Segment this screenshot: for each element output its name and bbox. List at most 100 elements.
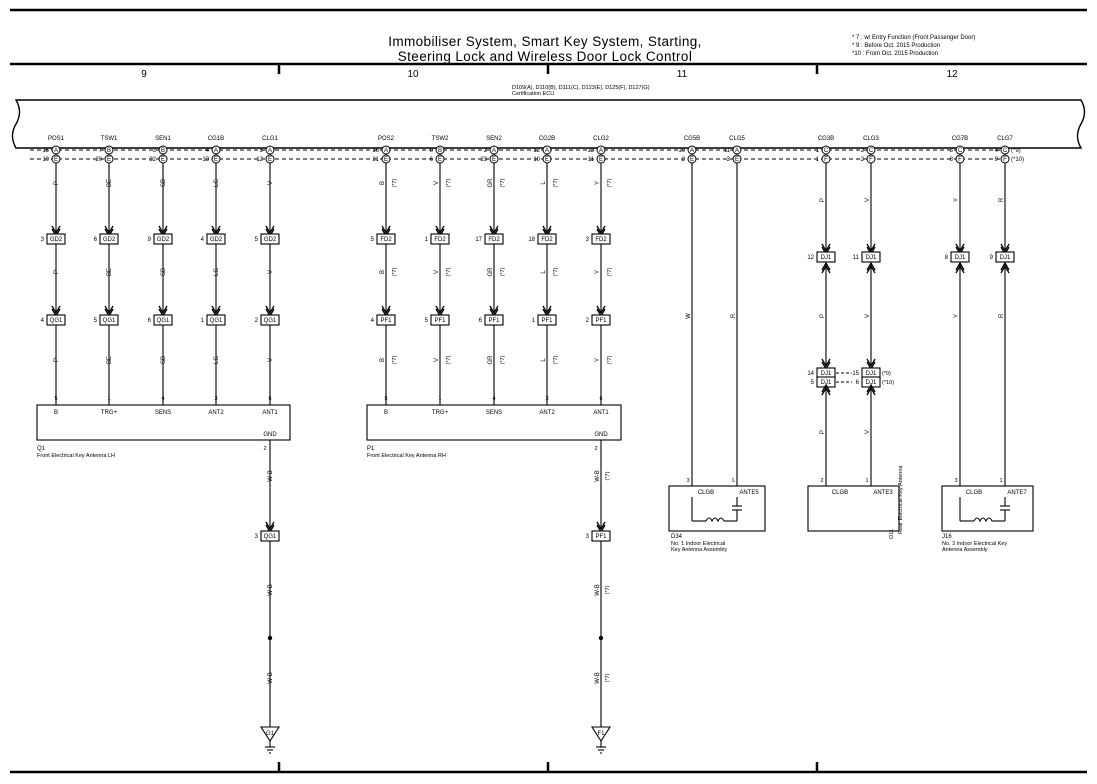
rh-antenna-pin-num: 6 bbox=[599, 396, 602, 402]
diagram-frame bbox=[10, 8, 1087, 774]
fd2-connector-label: FD2 bbox=[488, 237, 500, 243]
gd2-connector-pin: 3 bbox=[41, 237, 45, 243]
pf1-gnd-connector-label: PF1 bbox=[595, 534, 607, 540]
gd2-connector-label: GD2 bbox=[157, 237, 170, 243]
lh-antenna-pin-num: 4 bbox=[161, 396, 164, 402]
qg1-gnd-connector-label: QG1 bbox=[264, 534, 277, 540]
a7-arrow-up-l bbox=[955, 261, 965, 274]
ecu-pin-bot-SEN2-letter: E bbox=[492, 157, 496, 163]
lh-wire-color: BE bbox=[107, 179, 113, 187]
lh-gnd-color: W-B bbox=[268, 470, 274, 482]
indoor-antenna-3-label-left: CLGB bbox=[966, 490, 982, 496]
rh-antenna-pin-name: TRG+ bbox=[432, 410, 449, 416]
title-line-2: Steering Lock and Wireless Door Lock Con… bbox=[397, 49, 693, 64]
gd2-connector-pin: 4 bbox=[201, 237, 205, 243]
antenna-1-code: D34 bbox=[671, 534, 683, 540]
ecu-pin-name-POS1: POS1 bbox=[48, 136, 65, 142]
ecu-pin-top-num: 15 bbox=[42, 148, 49, 154]
ecu-pin-top-CG2B-letter: A bbox=[545, 148, 549, 154]
ecu-pin-top-CLG2-letter: A bbox=[599, 148, 603, 154]
rear-antenna-label-right: ANTE3 bbox=[873, 490, 893, 496]
ecu-pin-name-SEN1: SEN1 bbox=[155, 136, 171, 142]
rh-wire-note: (*7) bbox=[553, 178, 559, 187]
a3-wire-color: P bbox=[820, 314, 826, 318]
lh-antenna-pin-name: TRG+ bbox=[101, 410, 118, 416]
indoor-antenna-3-label-right: ANTE7 bbox=[1007, 490, 1027, 496]
a7-wire-color: R bbox=[999, 197, 1005, 202]
ecu-pin-bot-num: 20 bbox=[95, 157, 102, 163]
rh-wire-color: B bbox=[380, 358, 386, 362]
rh-wire-note: (*7) bbox=[446, 267, 452, 276]
lh-wire-color: LG bbox=[214, 179, 220, 187]
fd2-connector-pin: 18 bbox=[528, 237, 535, 243]
a7-arrow-up-r bbox=[1000, 261, 1010, 274]
ecu-pin-bot-num: 9 bbox=[995, 157, 999, 163]
ecu-pin-bot-num: 6 bbox=[430, 157, 434, 163]
title-line-1: Immobiliser System, Smart Key System, St… bbox=[388, 34, 702, 49]
a3-arrow-up-l bbox=[821, 261, 831, 274]
pf1-connector-label: PF1 bbox=[380, 318, 392, 324]
rear-antenna-pin-right: 1 bbox=[865, 478, 868, 484]
ecu-pin-top-CLG7-letter: C bbox=[1003, 148, 1008, 154]
note-9: * 9 : Before Oct. 2015 Production bbox=[852, 43, 941, 49]
ecu-pin-bot-CLG2-letter: E bbox=[599, 157, 603, 163]
clg7-note-top: (*9) bbox=[1011, 148, 1021, 154]
ecu-pin-top-CLG5-letter: A bbox=[735, 148, 739, 154]
rh-gnd-color: W-B bbox=[595, 470, 601, 482]
rh-gnd-label: GND bbox=[594, 432, 608, 438]
gd2-connector-label: GD2 bbox=[50, 237, 63, 243]
ecu-pin-name-CLG5: CLG5 bbox=[729, 136, 745, 142]
ecu-pin-top-CLG1-letter: A bbox=[268, 148, 272, 154]
ecu-pin-bot-num: 19 bbox=[42, 157, 49, 163]
ecu-pin-bot-CLG5-letter: E bbox=[735, 157, 739, 163]
diagram-title: Immobiliser System, Smart Key System, St… bbox=[300, 34, 790, 64]
ecu-pin-top-CLG3 bbox=[866, 145, 876, 155]
dj1-mid-right-pin-10: 6 bbox=[856, 380, 860, 386]
dj1-connector-upper-label: DJ1 bbox=[821, 255, 832, 261]
rh-wire-note: (*7) bbox=[446, 178, 452, 187]
ecu-pin-top-num: 4 bbox=[995, 148, 999, 154]
ecu-pin-top-CG2B bbox=[542, 145, 552, 155]
rh-antenna-pin-num: 5 bbox=[384, 396, 387, 402]
ecu-pin-top-POS2-letter: A bbox=[384, 148, 388, 154]
section-number-12: 12 bbox=[946, 69, 958, 80]
gd2-connector-label: GD2 bbox=[264, 237, 277, 243]
qg1-connector-pin: 1 bbox=[201, 318, 205, 324]
ecu-pin-name-CLG2: CLG2 bbox=[593, 136, 609, 142]
rh-gnd-pin: 2 bbox=[594, 446, 597, 452]
ecu-pin-top-POS1 bbox=[51, 145, 61, 155]
rh-gnd-color: W-B bbox=[595, 672, 601, 684]
ecu-pin-top-num: 16 bbox=[372, 148, 379, 154]
a3-wire-color: V bbox=[865, 198, 871, 202]
qg1-connector-label: QG1 bbox=[157, 318, 170, 324]
fd2-connector-label: FD2 bbox=[595, 237, 607, 243]
ecu-pin-name-CG7B: CG7B bbox=[952, 136, 968, 142]
ecu-pin-bot-TSW2-letter: E bbox=[438, 157, 442, 163]
ecu-pin-bot-num: 12 bbox=[256, 157, 263, 163]
fd2-connector-pin: 5 bbox=[371, 237, 375, 243]
lh-wire-color: V bbox=[268, 181, 274, 185]
ecu-pin-name-CLG3: CLG3 bbox=[863, 136, 879, 142]
ecu-pin-top-num: 3 bbox=[950, 148, 954, 154]
dj1-connector-upper-label: DJ1 bbox=[866, 255, 877, 261]
ecu-pin-top-TSW2-letter: B bbox=[438, 148, 442, 154]
qg1-connector-label: QG1 bbox=[210, 318, 223, 324]
pf1-gnd-connector-pin: 3 bbox=[586, 534, 590, 540]
lh-wire-color: P bbox=[54, 358, 60, 362]
ecu-pin-top-CG7B-letter: C bbox=[958, 148, 963, 154]
ecu-pin-bot-num: 13 bbox=[202, 157, 209, 163]
ecu-pin-bot-num: 11 bbox=[588, 157, 595, 163]
lh-gnd-color: W-B bbox=[268, 584, 274, 596]
rh-wire-note: (*7) bbox=[553, 355, 559, 364]
fd2-connector-pin: 3 bbox=[586, 237, 590, 243]
rh-wire-color: Y bbox=[595, 358, 601, 362]
rh-antenna-code: P1 bbox=[367, 446, 375, 452]
ecu-pin-name-CG1B: CG1B bbox=[208, 136, 224, 142]
lh-antenna-code: Q1 bbox=[37, 446, 46, 452]
rh-wire-color: V bbox=[434, 270, 440, 274]
ecu-pin-bot-CLG3-letter: F bbox=[869, 157, 873, 163]
lh-splice-point bbox=[267, 635, 273, 641]
ecu-pin-bot-SEN1-letter: E bbox=[161, 157, 165, 163]
rh-antenna-pin-num: 1 bbox=[438, 396, 441, 402]
section-number-10: 10 bbox=[407, 69, 419, 80]
